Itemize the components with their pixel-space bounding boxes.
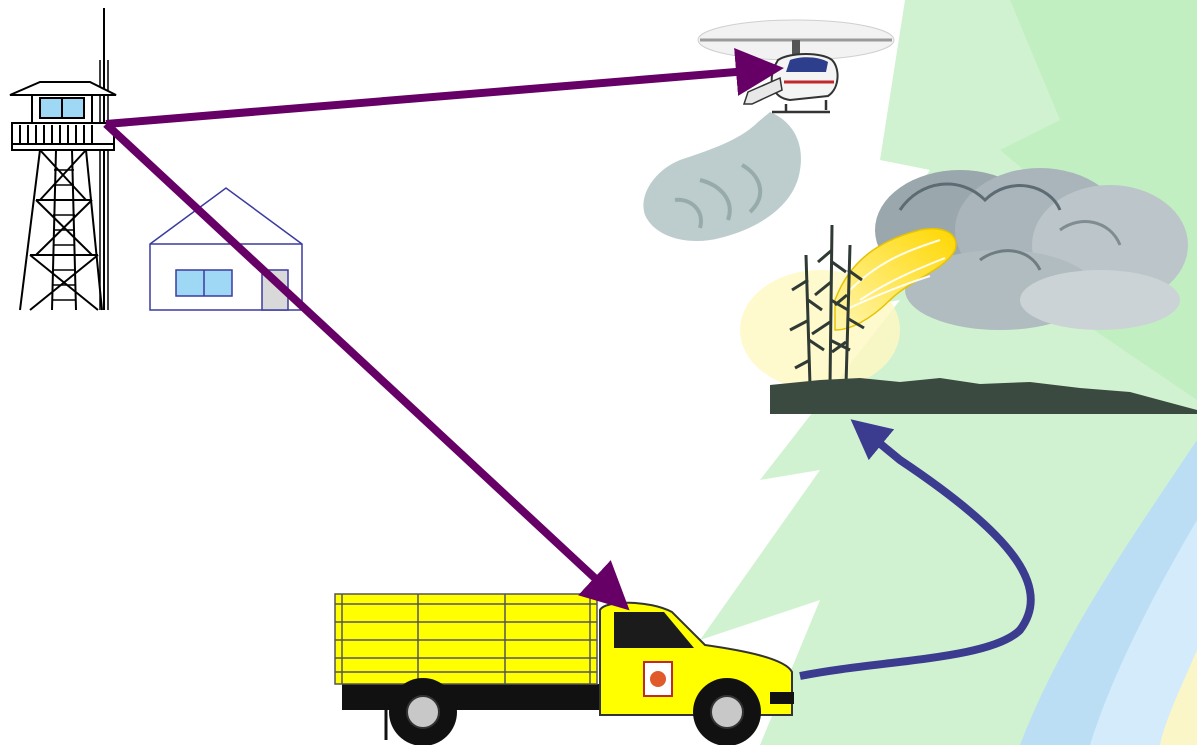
truck-wheel-front bbox=[693, 678, 761, 745]
truck-wheel-rear bbox=[389, 678, 457, 745]
helicopter-icon bbox=[643, 20, 894, 241]
arrow-tower-to-truck bbox=[106, 124, 612, 594]
arrow-tower-to-helicopter bbox=[106, 70, 760, 124]
water-drop-plume bbox=[643, 112, 801, 241]
fire-station-house-icon bbox=[150, 188, 302, 310]
fire-lookout-tower-icon bbox=[10, 8, 116, 310]
